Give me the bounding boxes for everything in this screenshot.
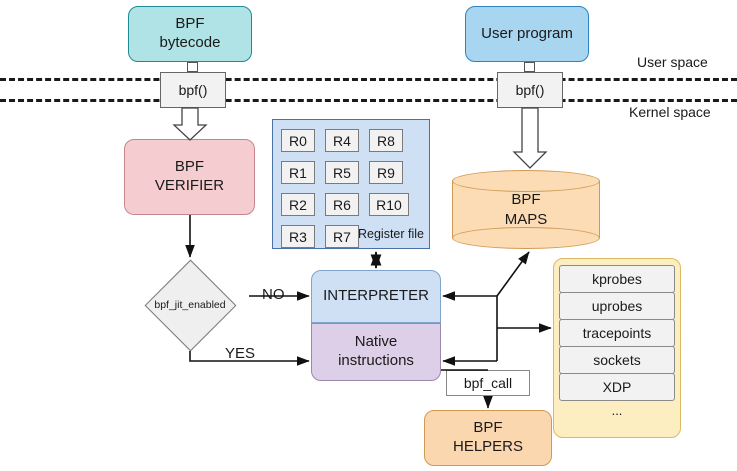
bpf-jit-enabled-label: bpf_jit_enabled [154, 299, 226, 311]
cylinder-top-ellipse [452, 170, 600, 192]
bpf-helpers-line1: BPF [473, 419, 503, 437]
bpf-syscall-left-node: bpf() [160, 72, 226, 108]
bpf-syscall-right-node: bpf() [497, 72, 563, 108]
arrow-programs-to-bpf-maps [496, 251, 530, 297]
bpf-verifier-node: BPF VERIFIER [124, 139, 255, 215]
bpf-verifier-line2: VERIFIER [154, 177, 225, 194]
register-grid: R0 R4 R8 R1 R5 R9 R2 R6 R10 R3 R7 [281, 129, 413, 254]
user-kernel-boundary-line-bottom [0, 99, 737, 102]
register-cell: R5 [325, 161, 359, 184]
register-file-caption: Register file [358, 227, 424, 241]
cylinder-bottom-ellipse [452, 227, 600, 249]
register-cell: R3 [281, 225, 315, 248]
bpf-bytecode-node: BPF bytecode [128, 6, 252, 62]
list-item: uprobes [559, 292, 675, 320]
register-cell: R8 [369, 129, 403, 152]
connector-stub-right [524, 62, 535, 72]
edge-label-no: NO [261, 286, 286, 303]
interpreter-node: INTERPRETER [311, 270, 441, 323]
native-instructions-line2: instructions [338, 352, 414, 369]
register-cell: R2 [281, 193, 315, 216]
connector-stub-left [187, 62, 198, 72]
bpf-maps-label: BPF MAPS [452, 190, 600, 229]
bpf-helpers-node: BPF HELPERS [424, 410, 552, 466]
bpf-call-label-node: bpf_call [446, 370, 530, 396]
bpf-maps-line2: MAPS [504, 210, 548, 228]
block-arrow-userprog-to-maps [512, 107, 548, 169]
native-instructions-line1: Native [354, 333, 398, 351]
register-cell: R0 [281, 129, 315, 152]
bpf-hooks-list: kprobes uprobes tracepoints sockets XDP … [553, 258, 681, 438]
list-item: tracepoints [559, 319, 675, 347]
bpf-helpers-line2: HELPERS [452, 438, 524, 455]
register-file-node: R0 R4 R8 R1 R5 R9 R2 R6 R10 R3 R7 Regist… [272, 119, 430, 249]
register-cell: R1 [281, 161, 315, 184]
bpf-bytecode-line2: bytecode [159, 34, 221, 51]
bpf-bytecode-line1: BPF [175, 15, 205, 33]
native-instructions-node: Native instructions [311, 323, 441, 381]
edge-label-yes: YES [224, 345, 257, 362]
kernel-space-label: Kernel space [629, 104, 711, 120]
block-arrow-bytecode-to-verifier [172, 107, 208, 141]
list-item-ellipsis: ... [611, 402, 623, 418]
user-space-label: User space [637, 54, 708, 70]
register-cell: R10 [369, 193, 409, 216]
bpf-maps-node: BPF MAPS [452, 170, 600, 249]
list-item: sockets [559, 346, 675, 374]
register-cell: R6 [325, 193, 359, 216]
list-item: kprobes [559, 265, 675, 293]
register-cell: R4 [325, 129, 359, 152]
register-cell: R9 [369, 161, 403, 184]
bpf-verifier-line1: BPF [174, 158, 205, 176]
list-item: XDP [559, 373, 675, 401]
bpf-jit-enabled-decision-node: bpf_jit_enabled [131, 259, 249, 351]
user-kernel-boundary-line-top [0, 78, 737, 81]
user-program-node: User program [465, 6, 589, 62]
register-cell: R7 [325, 225, 359, 248]
bpf-maps-line1: BPF [511, 191, 541, 208]
